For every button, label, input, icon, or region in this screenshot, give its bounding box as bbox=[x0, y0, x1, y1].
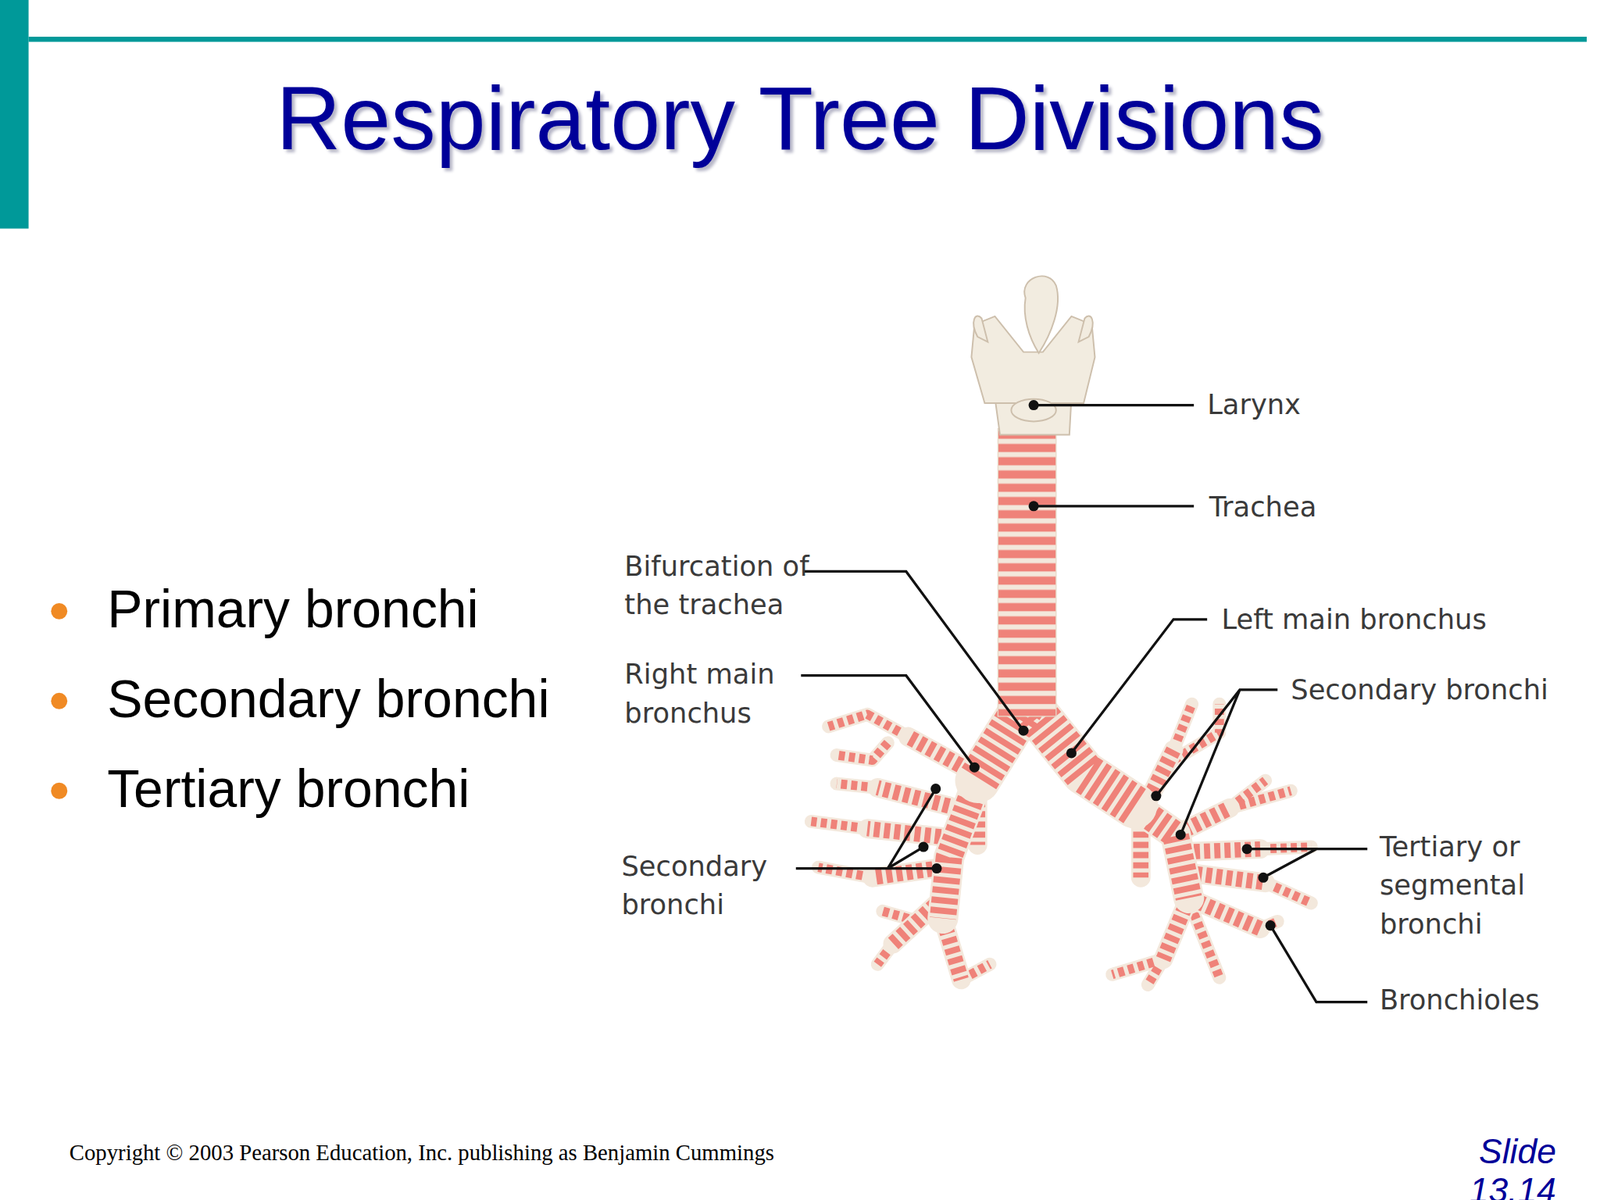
copyright-note: Copyright © 2003 Pearson Education, Inc.… bbox=[69, 1139, 775, 1167]
leader-dot bbox=[918, 842, 929, 853]
leader-dot bbox=[1257, 872, 1268, 883]
slide-title: Respiratory Tree Divisions bbox=[0, 67, 1600, 170]
part-label: Left main bronchus bbox=[1221, 600, 1486, 640]
leader-lines bbox=[796, 400, 1368, 1003]
leader-dot bbox=[1265, 920, 1276, 931]
bullet-dot bbox=[50, 692, 68, 710]
bullet-item: Tertiary bronchi bbox=[107, 757, 470, 819]
leader-dot bbox=[1028, 500, 1040, 511]
leader-dot bbox=[969, 762, 980, 773]
part-label: Bronchioles bbox=[1379, 980, 1540, 1020]
epiglottis bbox=[1024, 275, 1058, 353]
accent-bar bbox=[0, 0, 29, 229]
leader-line bbox=[1156, 689, 1278, 835]
leader-line bbox=[1033, 504, 1194, 508]
cartilage-horn bbox=[973, 316, 988, 343]
trachea-tube bbox=[997, 428, 1056, 717]
part-label: Tertiary or segmental bronchi bbox=[1379, 827, 1543, 944]
main-bronchus-rings bbox=[977, 703, 1135, 807]
part-label: Secondary bronchi bbox=[1290, 670, 1549, 710]
part-label: Right main bronchus bbox=[624, 655, 788, 733]
header-rule bbox=[28, 36, 1587, 43]
larynx-illustration bbox=[971, 275, 1095, 435]
part-label: Trachea bbox=[1209, 487, 1318, 527]
leader-line bbox=[803, 571, 1024, 731]
leader-line bbox=[1033, 403, 1194, 407]
leader-dot bbox=[1018, 725, 1029, 736]
leader-dot bbox=[931, 863, 942, 874]
leader-dot bbox=[1028, 400, 1040, 411]
bullet-item: Secondary bronchi bbox=[107, 668, 550, 730]
part-label: Bifurcation of the trachea bbox=[624, 546, 829, 625]
leader-line bbox=[796, 789, 937, 869]
cartilage-horn bbox=[1078, 316, 1093, 343]
leader-dot bbox=[1175, 829, 1186, 840]
leader-dot bbox=[930, 783, 941, 794]
bullet-item: Primary bronchi bbox=[107, 578, 479, 640]
bullet-dot bbox=[50, 782, 68, 800]
leader-line bbox=[1071, 619, 1208, 754]
leader-line bbox=[800, 675, 975, 768]
leader-line bbox=[1270, 925, 1368, 1003]
main-bronchus-tube bbox=[977, 703, 1135, 807]
leader-dot bbox=[1242, 843, 1253, 854]
slide-number: Slide 13.14 bbox=[1433, 1131, 1557, 1200]
bullet-dot bbox=[50, 603, 68, 620]
part-label: Larynx bbox=[1207, 385, 1301, 425]
part-label: Secondary bronchi bbox=[621, 846, 785, 925]
bronchiole-rings bbox=[810, 703, 1311, 985]
cricothyroid-membrane bbox=[1010, 399, 1056, 422]
bronchiole-tube bbox=[810, 703, 1311, 985]
leader-dot bbox=[1066, 747, 1077, 758]
leader-dot bbox=[1150, 790, 1161, 801]
